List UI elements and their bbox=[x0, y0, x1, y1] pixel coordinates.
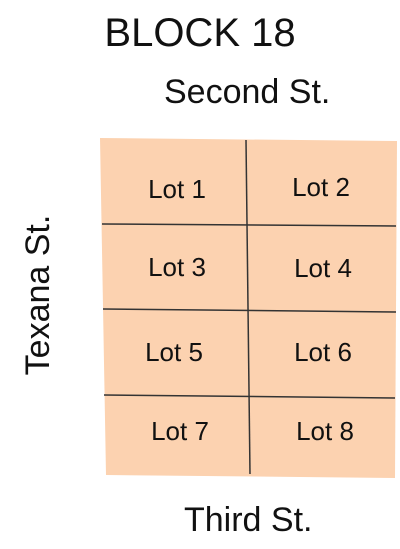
vertical-divider bbox=[245, 139, 251, 475]
lot-3-label: Lot 3 bbox=[148, 252, 206, 282]
block-title: BLOCK 18 bbox=[104, 11, 296, 55]
street-label-bottom: Third St. bbox=[184, 501, 313, 539]
block-map: Lot 1 Lot 2 Lot 3 Lot 4 Lot 5 Lot 6 Lot … bbox=[100, 138, 397, 478]
lot-5-label: Lot 5 bbox=[145, 337, 203, 367]
lot-7-label: Lot 7 bbox=[151, 416, 209, 446]
lot-2-label: Lot 2 bbox=[292, 172, 350, 202]
row-divider-2 bbox=[102, 308, 397, 313]
street-label-left: Texana St. bbox=[19, 214, 57, 376]
row-divider-3 bbox=[103, 394, 396, 399]
lot-1-label: Lot 1 bbox=[148, 174, 206, 204]
lot-6-label: Lot 6 bbox=[294, 337, 352, 367]
row-divider-1 bbox=[101, 223, 397, 227]
lot-8-label: Lot 8 bbox=[296, 416, 354, 446]
lot-4-label: Lot 4 bbox=[294, 253, 352, 283]
block-grid bbox=[100, 138, 397, 478]
street-label-top: Second St. bbox=[164, 73, 331, 111]
